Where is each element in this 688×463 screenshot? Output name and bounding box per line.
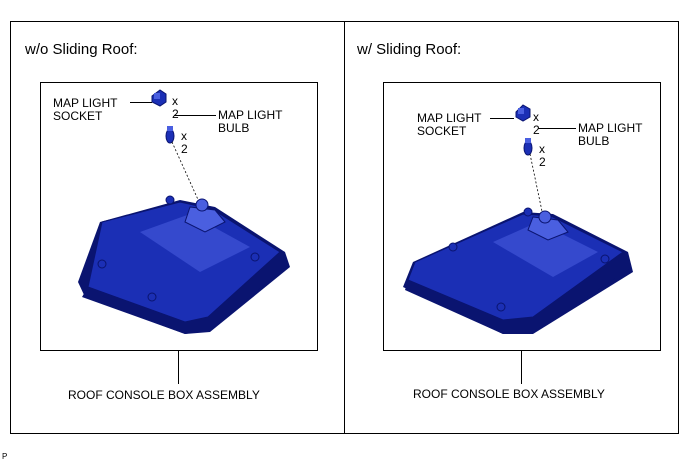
right-caption: ROOF CONSOLE BOX ASSEMBLY bbox=[413, 387, 605, 401]
left-bulb-label: MAP LIGHT BULB bbox=[218, 108, 283, 135]
right-roof-console-box-icon bbox=[403, 207, 633, 334]
right-bulb-leader bbox=[538, 128, 576, 129]
left-map-light-socket-icon bbox=[151, 89, 167, 107]
right-install-line bbox=[529, 153, 544, 217]
left-map-light-bulb-icon bbox=[165, 126, 175, 144]
left-caption: ROOF CONSOLE BOX ASSEMBLY bbox=[68, 388, 260, 402]
left-socket-label: MAP LIGHT SOCKET bbox=[53, 96, 118, 123]
figure-code: P bbox=[2, 452, 8, 461]
right-caption-leader bbox=[521, 351, 522, 384]
left-illustration bbox=[78, 89, 290, 334]
right-bulb-label: MAP LIGHT BULB bbox=[578, 121, 643, 148]
right-panel-title: w/ Sliding Roof: bbox=[357, 41, 462, 58]
left-roof-console-box-icon bbox=[78, 195, 290, 334]
right-bulb-qty: x 2 bbox=[539, 142, 546, 169]
left-bulb-leader bbox=[174, 115, 216, 116]
left-caption-leader bbox=[178, 351, 179, 384]
right-map-light-socket-icon bbox=[515, 104, 531, 122]
left-socket-qty: x 2 bbox=[172, 94, 179, 121]
right-map-light-bulb-icon bbox=[523, 138, 533, 156]
left-socket-leader bbox=[130, 102, 152, 103]
right-socket-qty: x 2 bbox=[533, 110, 540, 137]
left-bulb-qty: x 2 bbox=[181, 129, 188, 156]
left-panel-title: w/o Sliding Roof: bbox=[25, 41, 138, 58]
right-socket-label: MAP LIGHT SOCKET bbox=[417, 111, 482, 138]
panel-divider bbox=[344, 21, 345, 434]
right-socket-leader bbox=[490, 118, 514, 119]
right-illustration bbox=[403, 104, 633, 334]
left-install-line bbox=[171, 141, 201, 205]
